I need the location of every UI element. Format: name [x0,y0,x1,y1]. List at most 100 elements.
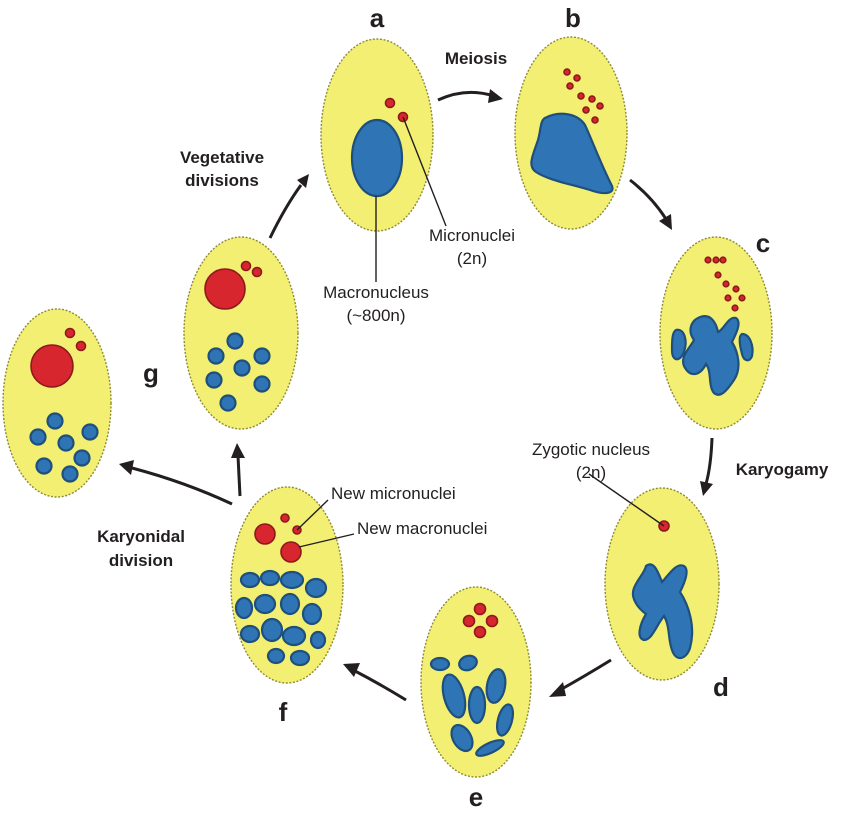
cell-g-daughter-macronucleus [35,457,53,475]
cell-f-macronucleus-fragment [281,625,307,647]
cell-e-macronucleus [458,654,478,672]
cell-g-daughter-macronucleus [61,465,79,483]
arrowhead [119,460,134,475]
arrowhead [488,89,503,103]
cell-f-macronucleus-fragment [266,647,286,665]
cell-f-macronucleus-fragment [309,630,327,650]
cell-f-macronucleus-fragment [259,569,281,587]
cell-f-macronucleus-fragment [301,602,323,626]
cell-g-macronucleus [233,359,251,377]
arrow-a-to-b [437,90,495,102]
arrowhead [549,682,566,697]
cell-g-micronucleus-large [204,268,246,310]
process-label-meiosis: Meiosis [445,49,507,68]
cell-e-macronucleus [441,673,467,719]
arrowhead [343,663,360,677]
cell-g-macronucleus [219,394,237,412]
arrow-d-to-e [559,658,612,692]
cell-e-macronucleus [495,703,515,737]
cell-g-micronucleus [240,260,252,272]
cell-f [230,486,344,684]
cell-g-micronucleus [251,266,263,278]
cell-c-macronucleus [738,332,754,362]
leader-new-macronuclei [298,533,355,548]
cell-e-body [420,586,532,778]
process-label-vegetative-line1: Vegetative [180,148,264,167]
arrow-c-to-d [704,437,714,485]
cell-f-macronucleus-fragment [304,577,328,599]
cell-c-micronucleus [712,256,720,264]
cell-g-macronucleus [205,371,223,389]
cell-f-macronucleus-fragment [260,617,284,643]
arrowhead [231,443,245,458]
cell-g [183,236,299,430]
callout-micronuclei-line1: Micronuclei [429,226,515,245]
cell-c-micronucleus [724,294,732,302]
cell-e-micronucleus [462,614,476,628]
callout-macronucleus-line2: (~800n) [346,306,405,325]
cell-g-macronucleus [207,347,225,365]
arrow-f-to-g [236,455,242,497]
cell-g-daughter-micronucleus [64,327,76,339]
cell-e-macronucleus [475,739,505,757]
cell-b-micronucleus [596,102,604,110]
cell-g-macronucleus [253,347,271,365]
arrowhead [659,214,672,230]
cell-a-micronucleus [384,97,396,109]
cell-g-daughter-macronucleus [57,434,75,452]
arrow-f-to-g-daughter [131,466,233,506]
cell-b-macronucleus [530,112,614,195]
callout-zygotic-line2: (2n) [576,463,606,482]
cell-g-macronucleus [226,332,244,350]
cell-b-micronucleus [582,106,590,114]
stage-label-a: a [370,3,385,33]
cell-e-macronucleus [429,656,451,672]
arrow-e-to-f [354,669,407,702]
cell-b [514,36,628,230]
arrowhead [700,481,713,496]
callout-macronucleus-line1: Macronucleus [323,283,429,302]
leader-micronuclei [402,116,447,227]
cell-c-micronucleus [704,256,712,264]
callout-new-macronuclei: New macronuclei [357,519,487,538]
cell-f-macronucleus-fragment [279,570,305,590]
cell-f-macronucleus-fragment [279,592,301,616]
cell-b-micronucleus [573,74,581,82]
cell-g-macronucleus [253,375,271,393]
cell-c-micronucleus [714,271,722,279]
cell-g-daughter-body [2,308,112,498]
cell-f-macronucleus-fragment [239,624,261,644]
cell-d [604,487,720,681]
cell-f-new-macronucleus [280,541,302,563]
cell-c-macronucleus [670,328,687,361]
stage-label-b: b [565,3,581,33]
cell-c-micronucleus [719,256,727,264]
stage-label-g: g [143,358,159,388]
cell-g-daughter-macronucleus [81,423,99,441]
arrowhead [297,174,309,188]
cell-f-macronucleus-fragment [289,649,311,667]
arrow-g-to-a [268,184,303,239]
callout-new-micronuclei: New micronuclei [331,484,456,503]
callout-micronuclei-line2: (2n) [457,249,487,268]
cell-c [659,236,773,430]
arrow-b-to-c [629,178,668,220]
leader-zygotic-nucleus [588,473,665,527]
cell-e-micronucleus [485,614,499,628]
stage-label-c: c [756,228,770,258]
cell-b-micronucleus [566,82,574,90]
cell-e-macronucleus [467,685,487,725]
cell-f-new-macronucleus [254,523,276,545]
stage-label-f: f [279,697,288,727]
cell-b-micronucleus [588,95,596,103]
stage-label-e: e [469,782,483,812]
cell-e-macronucleus [485,668,507,704]
cell-f-macronucleus-fragment [239,571,261,589]
process-label-vegetative-line2: divisions [185,171,259,190]
cell-c-micronucleus [732,285,740,293]
cell-a-macronucleus [350,118,404,198]
leader-lines [296,116,665,548]
stage-label-d: d [713,672,729,702]
